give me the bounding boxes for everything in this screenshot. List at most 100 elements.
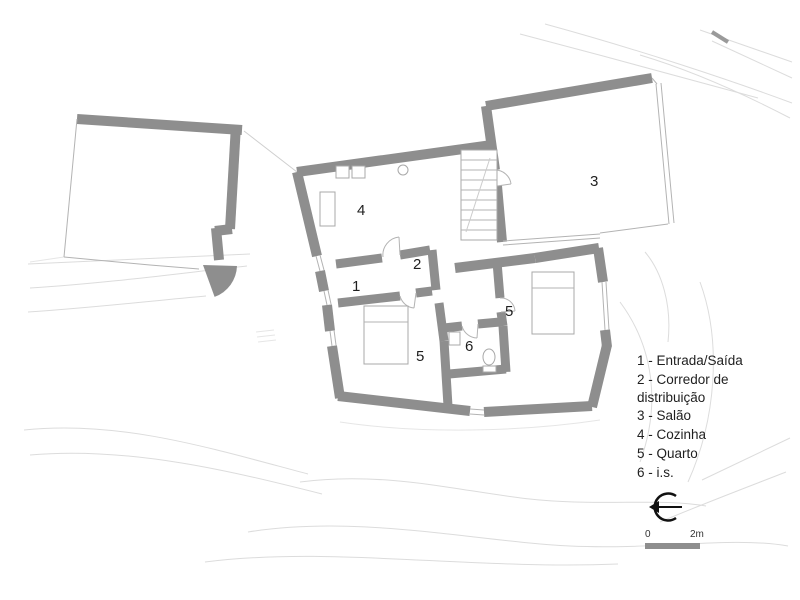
door-swing — [461, 323, 479, 339]
contour-line — [639, 54, 791, 119]
wall-segment — [496, 311, 508, 327]
wall-segment — [587, 343, 612, 409]
contour-line — [247, 525, 789, 548]
terrain-mark — [710, 30, 730, 44]
glazing-line — [599, 77, 669, 234]
sill-line — [502, 233, 601, 246]
wall-segment — [399, 245, 431, 260]
room-label-corridor: 2 — [413, 256, 421, 273]
main-building — [292, 73, 675, 417]
furniture — [363, 271, 575, 365]
kitchen-counter — [319, 191, 336, 227]
legend-item-kitchen: 4 - Cozinha — [637, 427, 707, 443]
legend-item-entrance: 1 - Entrada/Saída — [637, 353, 743, 368]
join-line — [243, 130, 298, 173]
annex-structure — [63, 114, 243, 297]
wall-segment — [600, 329, 612, 348]
north-arrow-icon — [649, 492, 682, 522]
kitchen-appliance — [351, 165, 366, 179]
scale-zero-label: 0 — [645, 529, 651, 540]
wall-segment — [76, 114, 243, 135]
stair-treads — [461, 159, 497, 231]
room-label-kitchen: 4 — [357, 202, 365, 219]
contour-line — [619, 301, 653, 463]
contour-line — [23, 427, 309, 475]
door-leaf — [203, 265, 237, 297]
room-label-bedroom-left: 5 — [416, 348, 424, 365]
contour-line — [711, 40, 793, 79]
interior-walls — [335, 245, 511, 407]
wall-segment — [322, 304, 335, 332]
sink — [448, 331, 461, 346]
scale-end-label: 2m — [690, 529, 704, 540]
kitchen-sink — [397, 164, 409, 176]
wall-segment — [498, 325, 511, 373]
toilet — [482, 348, 496, 366]
wall-segment — [211, 227, 224, 261]
wall-segment — [593, 247, 608, 283]
staircase — [460, 149, 498, 241]
wall-segment — [448, 364, 507, 379]
legend-item-bedroom: 5 - Quarto — [637, 446, 698, 462]
wall-segment — [225, 124, 241, 230]
legend-item-bathroom: 6 - i.s. — [637, 464, 674, 480]
toilet-tank — [482, 365, 497, 373]
bathroom-fixtures — [448, 331, 497, 373]
door-swing — [382, 236, 401, 258]
wall-segment — [434, 302, 449, 342]
wall-segment — [315, 270, 329, 292]
wall-segment — [477, 317, 501, 329]
door-swing — [499, 297, 516, 313]
window-line — [469, 408, 485, 416]
wall-segment — [337, 291, 401, 308]
wall-segment — [337, 391, 471, 416]
north-arrow-head — [649, 501, 659, 513]
bed — [531, 271, 575, 335]
wall-segment — [485, 73, 653, 111]
legend-item-salon: 3 - Salão — [637, 408, 692, 424]
windows-and-glazing — [315, 77, 675, 416]
room-label-entrance: 1 — [352, 278, 360, 295]
contour-line — [29, 256, 65, 263]
contour-line — [659, 471, 787, 523]
window-line — [323, 289, 332, 306]
window-line — [601, 281, 610, 331]
exterior-walls — [292, 73, 653, 417]
contour-line — [27, 253, 251, 265]
scale-bar-rect — [645, 543, 700, 549]
kitchen-appliance — [335, 165, 350, 179]
room-label-salon: 3 — [590, 173, 598, 190]
contour-line — [299, 478, 707, 507]
steps-hatch — [255, 329, 277, 343]
wall-segment — [443, 321, 463, 333]
contour-line — [519, 33, 759, 99]
contour-line — [544, 23, 793, 104]
glazing-line — [655, 82, 675, 225]
window-line — [329, 329, 337, 347]
wall-segment — [335, 253, 383, 269]
terrain-contours — [23, 23, 793, 566]
wall-segment — [483, 401, 593, 417]
legend-item-corridor: 2 - Corredor de distribuição — [637, 371, 729, 405]
wall-segment — [534, 243, 600, 263]
annex-outline-line — [63, 118, 78, 258]
door-swing — [399, 292, 417, 309]
door-swings — [382, 169, 516, 339]
annex-outline-line — [63, 256, 200, 270]
contour-line — [204, 555, 619, 566]
bed — [363, 305, 409, 365]
room-labels: 1 2 3 4 5 5 6 — [352, 173, 598, 365]
wall-segment — [327, 345, 345, 399]
wall-segment — [415, 286, 433, 298]
contour-line — [644, 251, 670, 343]
scale-bar: 0 2m — [645, 529, 704, 549]
stair-direction-line — [465, 157, 491, 233]
wall-segment — [492, 261, 505, 299]
wall-segment — [439, 340, 453, 407]
legend: 1 - Entrada/Saída 2 - Corredor de distri… — [637, 352, 771, 483]
contour-line — [29, 452, 323, 495]
stair-well — [460, 149, 498, 241]
kitchen-fixtures — [319, 164, 409, 227]
